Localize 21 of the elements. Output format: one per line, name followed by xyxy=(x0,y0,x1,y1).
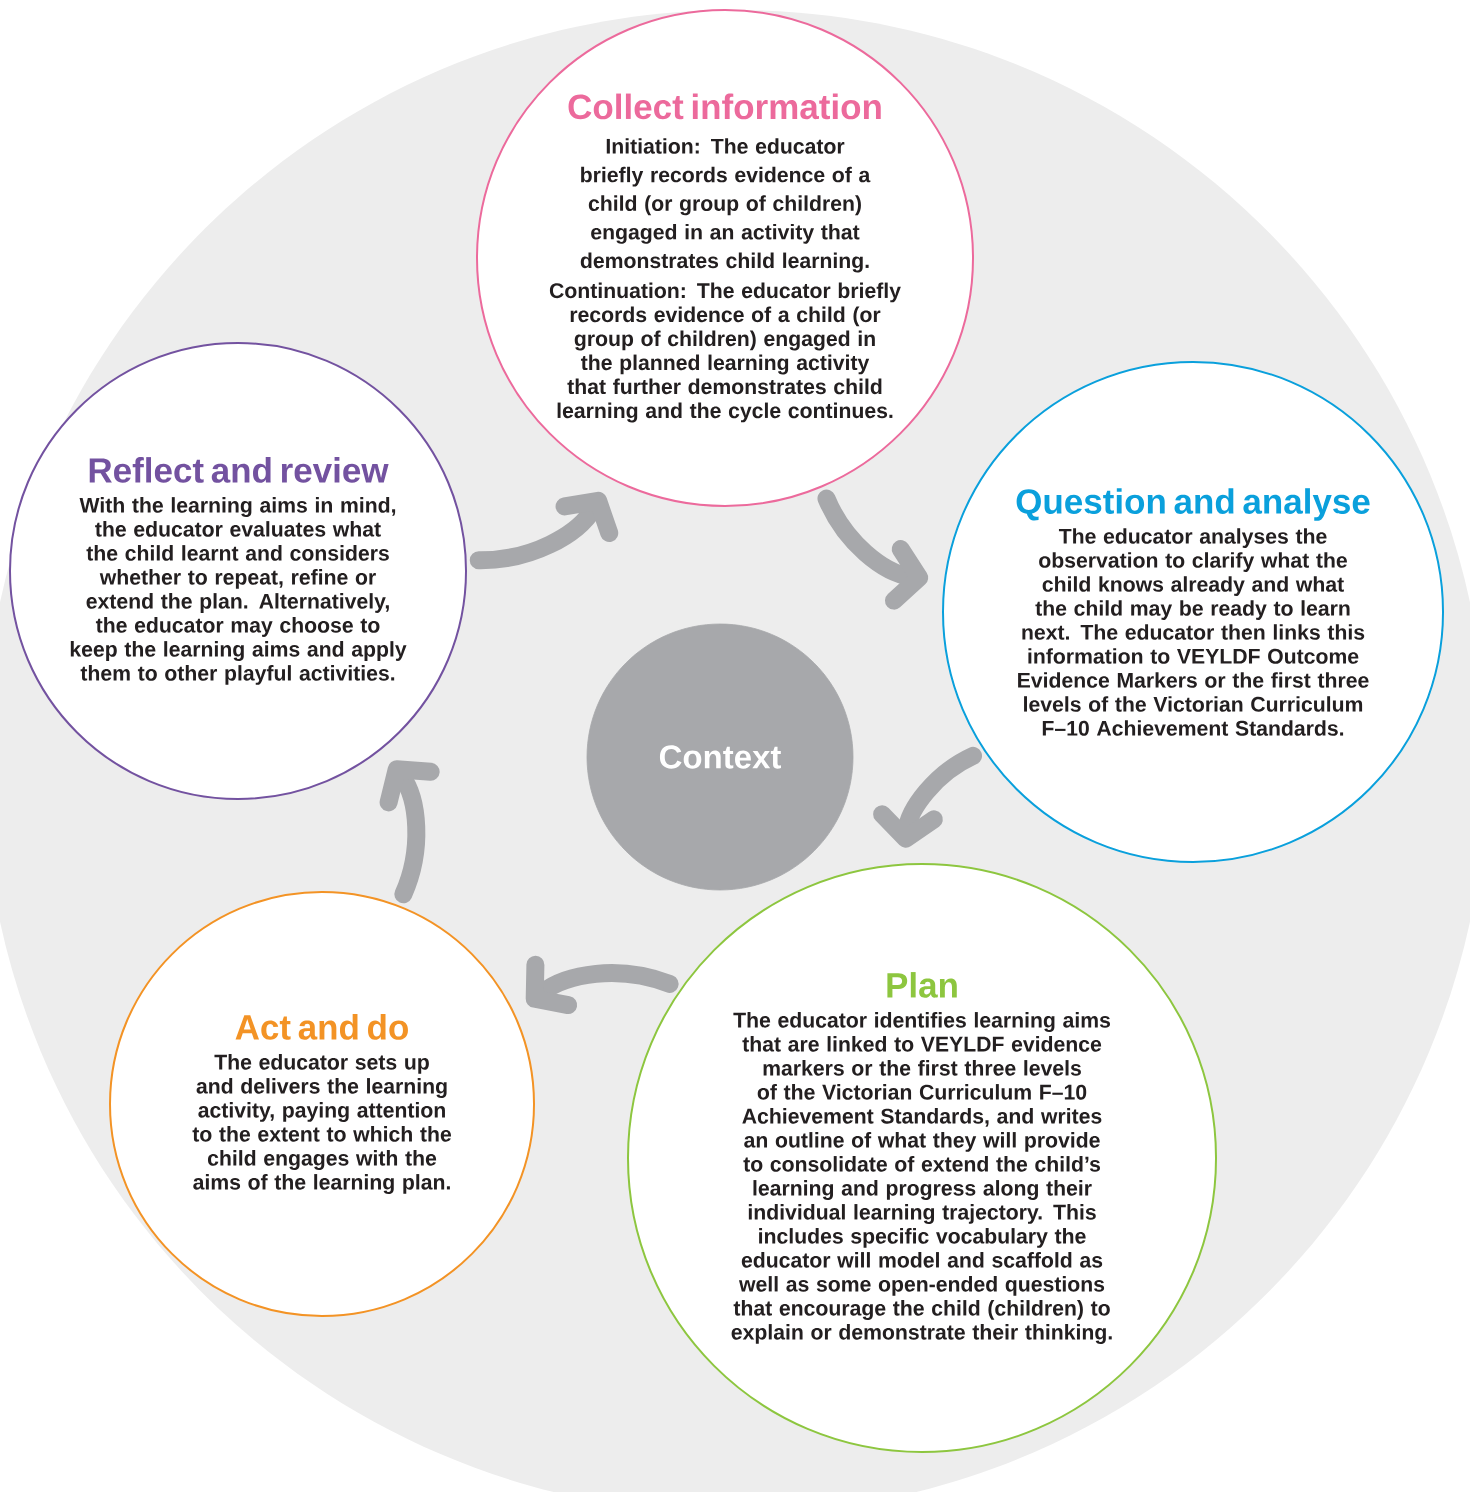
arrow xyxy=(525,955,679,1015)
stage-title: Reflect and review xyxy=(89,457,389,483)
stage-title: Collect information xyxy=(568,93,881,120)
stage-description: The educator analyses the observation to clarify what the child knows already and what the child may be ready to learn next. The educator then links this information to VEYLDF Outcome Evidence Markers or the first three levels of the Victorian Curriculum F–10 Achievement Standards. xyxy=(1018,528,1369,736)
stage-title: Act and do xyxy=(235,1014,408,1040)
stage-circle xyxy=(9,342,467,800)
stage-description: The educator identifies learning aims that are linked to VEYLDF evidence markers or the first three levels of the Victorian Curriculum F–10 Achievement Standards, and writes an outline of what they will provide to consolidate of extend the child’s learning and progress along their individual learning trajectory. This includes specific vocabulary the educator will model and scaffold as well as some open-ended questions that encourage the child (children) to explain or demonstrate their thinking. xyxy=(731,1012,1112,1344)
stage-description: Continuation: The educator briefly records evidence of a child (or group of children) engaged in the planned learning activity that further demonstrates child learning and the cycle continues. xyxy=(549,282,901,423)
stage-circle xyxy=(476,9,974,507)
stage-circle xyxy=(942,361,1444,863)
arrow xyxy=(379,760,440,904)
stage-description: Initiation: The educator briefly records evidence of a child (or group of children) engaged in an activity that demonstrates child learning. xyxy=(580,138,871,273)
stage-description: The educator sets up and delivers the learning activity, paying attention to the extent to which the child engages with the aims of the learning plan. xyxy=(192,1054,451,1194)
stage-circle xyxy=(627,863,1217,1453)
stage-description: With the learning aims in mind, the educator evaluates what the child learnt and considers whether to repeat, refine or extend the plan. Alternatively, the educator may choose to keep the learning aims and apply them to other playful activities. xyxy=(70,497,407,685)
context-circle xyxy=(586,623,854,891)
arrow xyxy=(469,491,619,570)
context-label: Context xyxy=(659,745,781,769)
stage-title: Plan xyxy=(887,972,957,998)
stage-title: Question and analyse xyxy=(1016,488,1370,521)
stage-circle xyxy=(109,891,535,1317)
